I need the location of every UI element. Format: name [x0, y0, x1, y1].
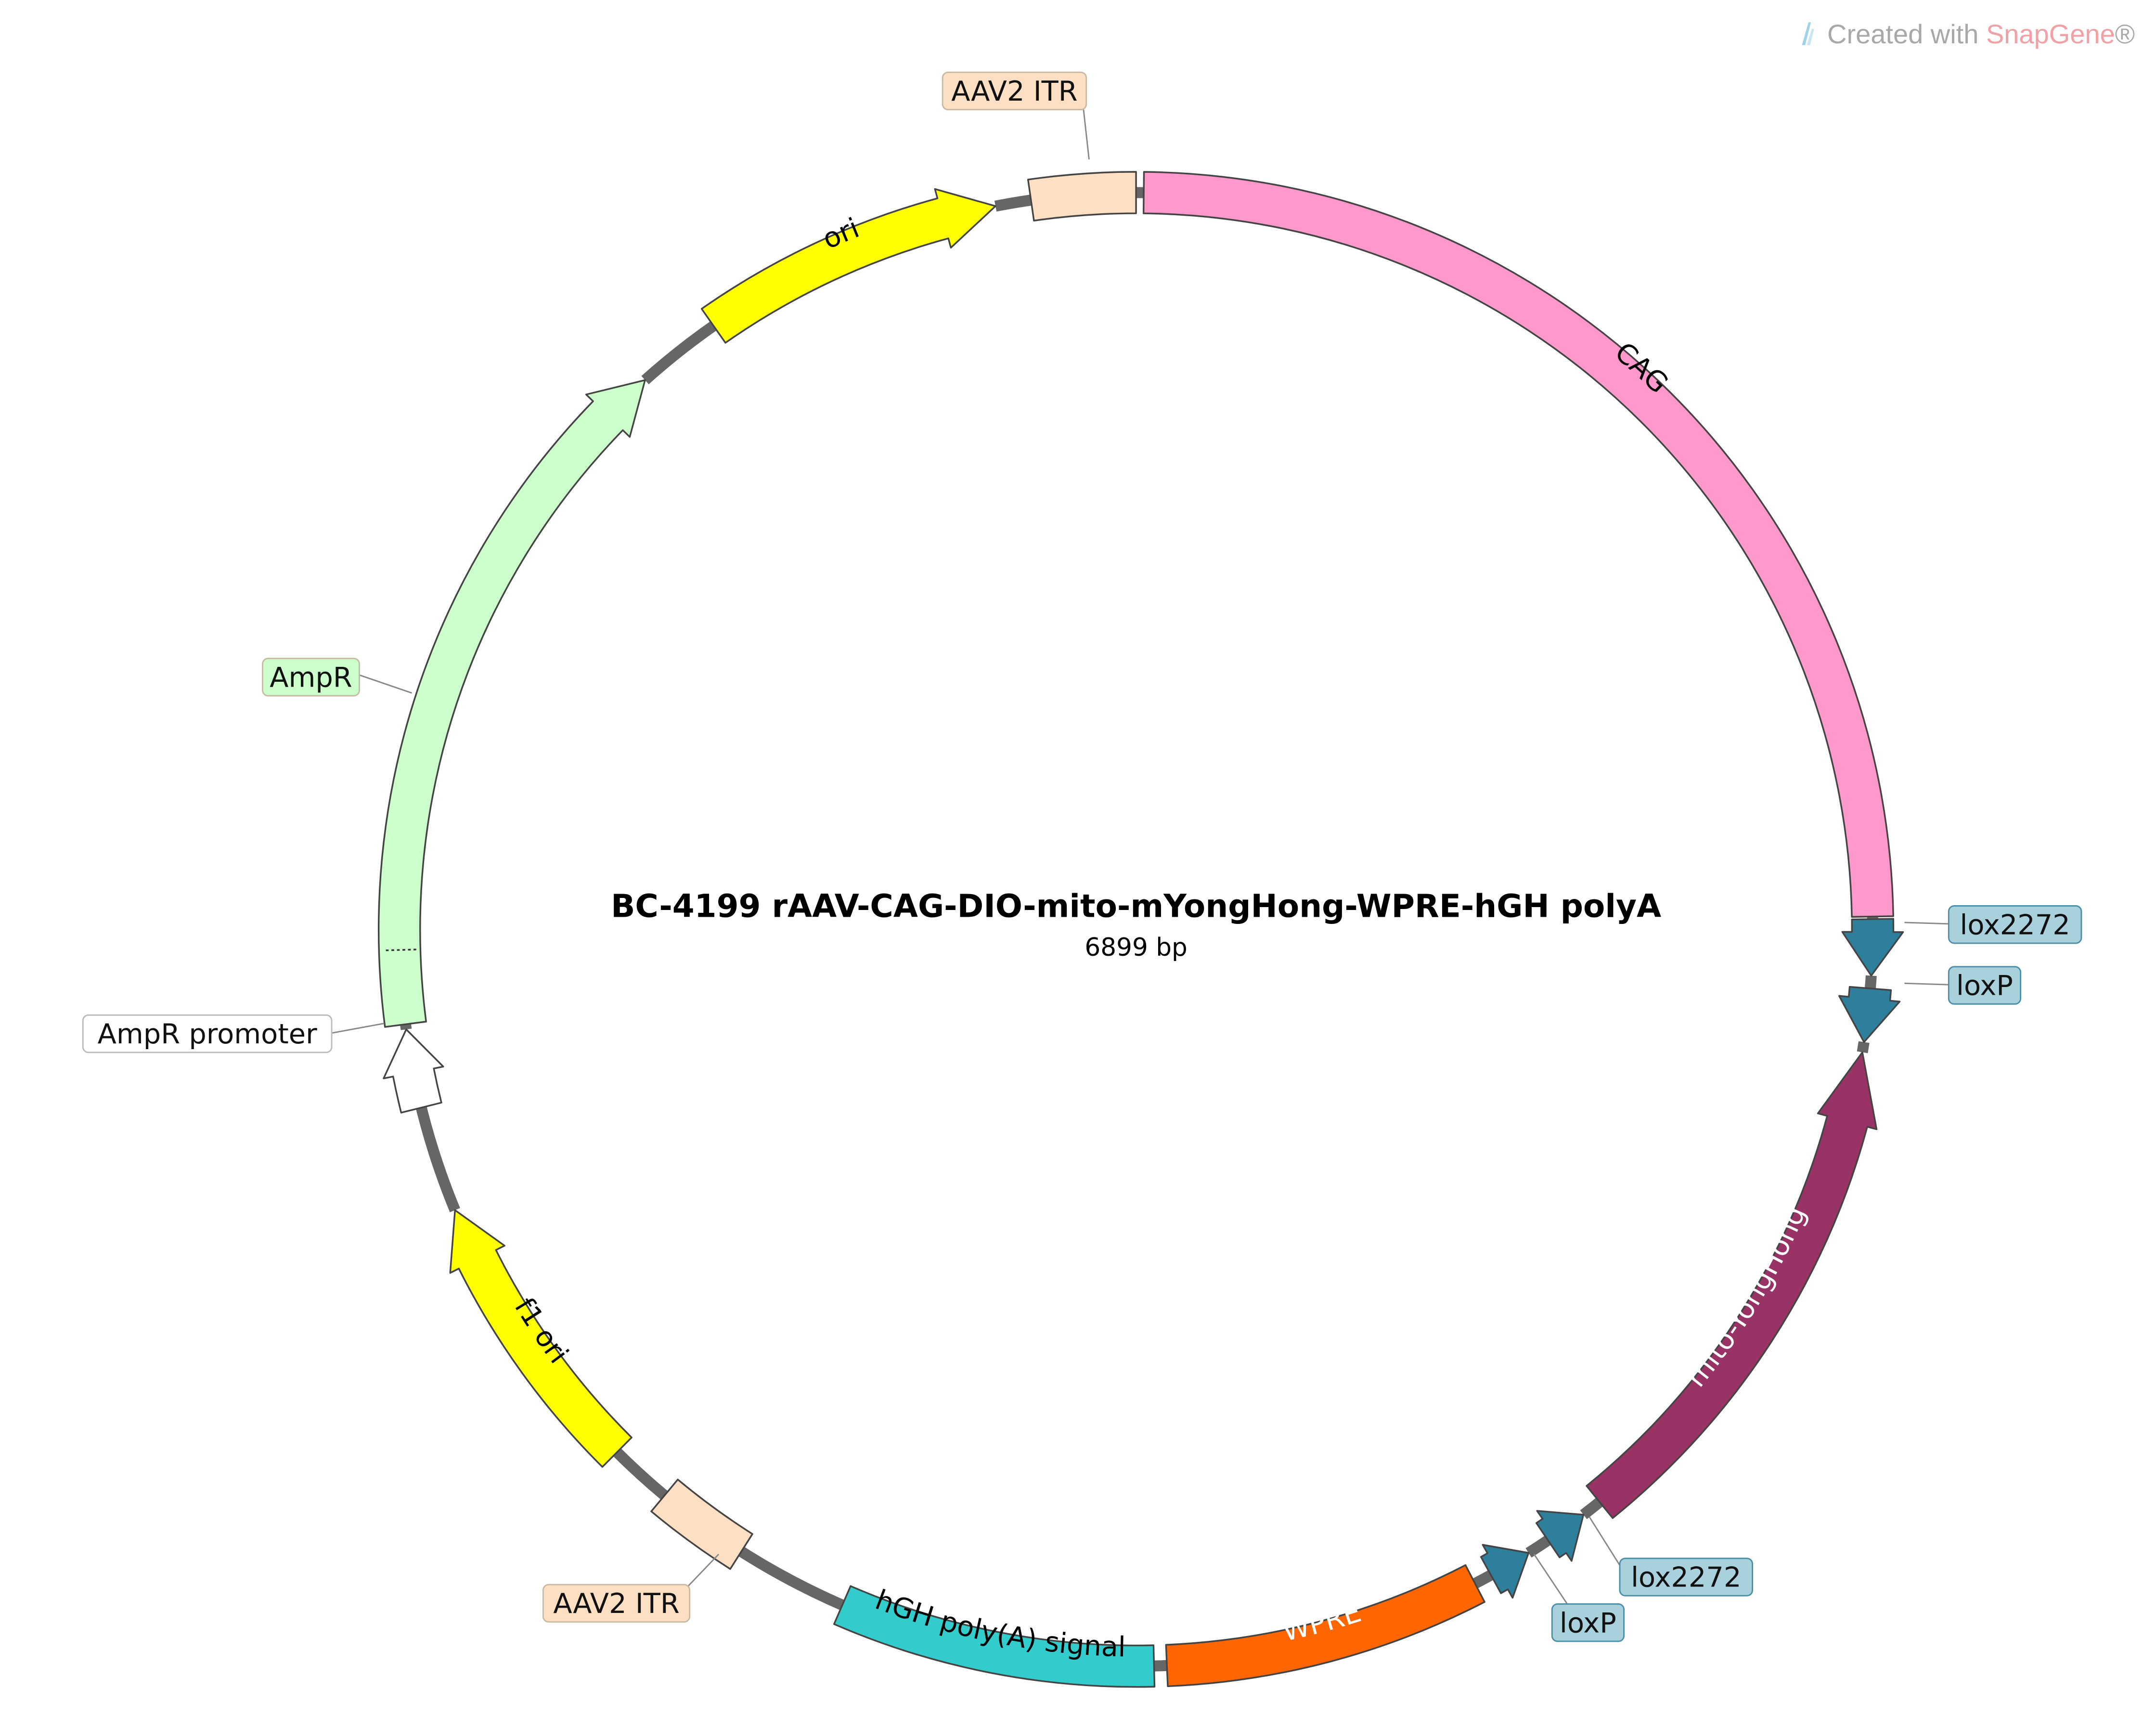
feature-ampr[interactable]	[377, 374, 651, 1028]
callout-line-ampr	[359, 674, 413, 694]
callout-text-loxp-bottom: loxP	[1560, 1607, 1616, 1639]
feature-lox2272-bottom[interactable]	[1536, 1508, 1589, 1562]
feature-shape-lox2272-right	[1841, 918, 1904, 977]
callout-line-aav2-itr-top	[1083, 109, 1090, 160]
callout-text-lox2272-bottom: lox2272	[1631, 1561, 1741, 1594]
feature-shape-f1-ori	[449, 1209, 633, 1468]
feature-loxp-right[interactable]	[1838, 986, 1901, 1044]
feature-shape-ampr	[377, 379, 646, 1028]
plasmid-length: 6899 bp	[1084, 933, 1188, 962]
feature-cag[interactable]: CAG	[1142, 171, 1894, 918]
feature-ampr-promoter[interactable]	[383, 1028, 444, 1114]
callout-box-loxp-bottom	[1551, 1603, 1625, 1642]
callout-text-aav2-itr-top: AAV2 ITR	[951, 75, 1077, 107]
callout-label-loxp-bottom[interactable]: loxP	[1551, 1603, 1625, 1642]
callout-line-aav2-itr-bottom	[686, 1554, 720, 1588]
callout-label-aav2-itr-top[interactable]: AAV2 ITR	[942, 71, 1087, 111]
feature-shape-cag	[1142, 171, 1894, 918]
callout-box-lox2272-bottom	[1619, 1558, 1754, 1597]
callout-box-aav2-itr-bottom	[542, 1584, 691, 1623]
watermark-brand: SnapGene	[1986, 18, 2115, 49]
snapgene-watermark: Created with SnapGene®	[1800, 14, 2135, 53]
callout-text-ampr-promoter: AmpR promoter	[98, 1018, 318, 1050]
callout-box-aav2-itr-top	[942, 71, 1087, 111]
callout-box-ampr-promoter	[82, 1014, 333, 1053]
callout-text-aav2-itr-bottom: AAV2 ITR	[553, 1587, 679, 1620]
feature-shape-aav2-itr-bottom	[650, 1479, 753, 1570]
callout-line-lox2272-right	[1904, 922, 1949, 925]
feature-shape-lox2272-bottom	[1536, 1510, 1585, 1562]
callout-box-lox2272-right	[1948, 905, 2082, 944]
feature-aav2-itr-bottom[interactable]	[650, 1479, 753, 1570]
feature-loxp-bottom[interactable]	[1480, 1544, 1533, 1599]
callout-label-loxp-right[interactable]: loxP	[1948, 966, 2022, 1005]
watermark-suffix: ®	[2115, 18, 2135, 49]
callout-label-aav2-itr-bottom[interactable]: AAV2 ITR	[542, 1584, 691, 1623]
callout-line-ampr-promoter	[331, 1023, 385, 1034]
callout-label-ampr[interactable]: AmpR	[262, 658, 360, 697]
callout-text-lox2272-right: lox2272	[1960, 909, 2070, 941]
callout-box-ampr	[262, 658, 360, 697]
callout-label-lox2272-bottom[interactable]: lox2272	[1619, 1558, 1754, 1597]
feature-aav2-itr-top[interactable]	[1027, 171, 1137, 221]
watermark-prefix: Created with	[1827, 18, 1986, 49]
feature-shape-ampr-promoter	[383, 1028, 444, 1114]
feature-lox2272-right[interactable]	[1841, 918, 1904, 977]
feature-shape-loxp-right	[1838, 986, 1901, 1043]
callout-box-loxp-right	[1948, 966, 2022, 1005]
feature-shape-aav2-itr-top	[1027, 171, 1137, 221]
feature-shape-wpre	[1165, 1564, 1485, 1688]
feature-shape-loxp-bottom	[1480, 1544, 1530, 1599]
callout-text-loxp-right: loxP	[1956, 970, 2013, 1002]
callout-line-lox2272-bottom	[1588, 1516, 1621, 1566]
callout-label-lox2272-right[interactable]: lox2272	[1948, 905, 2082, 944]
feature-mito-yonghong[interactable]: mito-YongHong	[1373, 816, 1878, 1617]
callout-line-loxp-right	[1904, 982, 1949, 986]
callout-layer: AAV2 ITR lox2272 loxP lox2272 loxP AAV2 ITR Am…	[82, 71, 2082, 1642]
feature-wpre[interactable]: WPRE	[829, 1347, 1731, 1688]
feature-ori[interactable]: ori	[471, 183, 1355, 591]
feature-shape-hgh-polya	[833, 1585, 1156, 1688]
snapgene-logo-icon	[1802, 22, 1814, 45]
callout-label-ampr-promoter[interactable]: AmpR promoter	[82, 1014, 333, 1053]
callout-line-loxp-bottom	[1533, 1554, 1568, 1605]
callout-text-ampr: AmpR	[270, 661, 352, 693]
feature-shape-mito-yonghong	[1586, 1051, 1878, 1519]
plasmid-title: BC-4199 rAAV-CAG-DIO-mito-mYongHong-WPRE…	[611, 887, 1661, 924]
feature-shape-ori	[700, 188, 996, 344]
